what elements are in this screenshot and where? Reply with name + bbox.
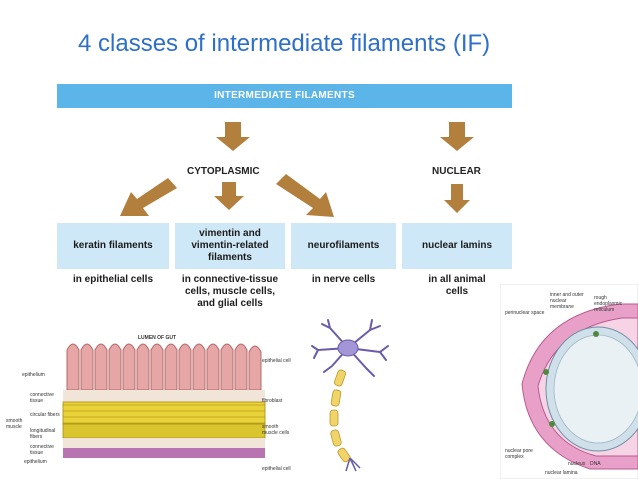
villi [66,343,262,391]
class-box-neurofilaments: neurofilaments [291,223,396,269]
label-smooth-muscle: smooth muscle [6,418,23,430]
neuron-illustration [311,319,389,472]
class-box-keratin: keratin filaments [57,223,169,269]
label-epithelium: epithelium [22,372,45,378]
class-keratin-name: keratin filaments [73,240,153,251]
if-banner [57,84,512,108]
class-vimentin-location: in connective-tissue cells, muscle cells… [181,274,279,309]
longitudinal-muscle-layer [62,423,266,439]
class-lamins-name: nuclear lamins [421,240,493,251]
label-longitudinal-fibers: longitudinal fibers [30,428,56,440]
label-rough-er: rough endoplasmic reticulum [594,295,623,313]
label-connective-tissue-2: connective tissue [30,444,54,456]
label-circular-fibers: circular fibers [30,412,60,418]
label-inner-outer-membrane: inner and outer nuclear membrane [550,292,584,310]
label-nucleus: nucleus [568,461,586,467]
class-keratin-location: in epithelial cells [72,274,154,285]
class-box-vimentin: vimentin and vimentin-related filaments [175,223,285,269]
page-title: 4 classes of intermediate filaments (IF) [78,30,491,57]
if-banner-label: INTERMEDIATE FILAMENTS [214,90,355,101]
label-nuclear-pore-complex: nuclear pore complex [505,448,533,460]
axon-myelin [329,369,351,463]
gut-illustration [62,343,266,458]
arrow-to-lamins [444,184,470,213]
arrow-to-keratin [120,178,177,216]
label-smooth-muscle-cells: smooth muscle cells [262,424,290,436]
nuclear-label: NUCLEAR [432,166,481,177]
label-fibroblast: fibroblast [262,398,283,404]
class-neurofilaments-location: in nerve cells [311,274,376,285]
label-nuclear-lamina: nuclear lamina [545,470,578,476]
outer-connective-layer [63,438,265,448]
nucleus-illustration [500,284,638,479]
class-box-lamins: nuclear lamins [402,223,512,269]
circular-muscle-layer [62,401,266,425]
label-connective-tissue: connective tissue [30,392,54,404]
class-neurofilaments-name: neurofilaments [307,240,380,251]
lumen-label: LUMEN OF GUT [138,335,177,341]
label-dna: DNA [590,461,601,467]
label-epithelial-cell: epithelial cell [262,358,291,364]
class-lamins-location: in all animal cells [428,274,486,297]
neuron-soma [337,339,359,357]
pore-complexes [543,331,599,427]
class-vimentin-name: vimentin and vimentin-related filaments [191,228,269,263]
arrow-to-vimentin [214,182,244,210]
label-epithelium-2: epithelium [24,459,47,465]
connective-tissue-layer [63,390,265,402]
label-epithelial-cell-2: epithelial cell [262,466,291,472]
arrow-to-cytoplasmic [216,122,250,151]
arrow-to-neurofilaments [276,174,334,217]
label-perinuclear-space: perinuclear space [505,310,545,316]
cytoplasmic-label: CYTOPLASMIC [187,166,260,177]
outer-epithelium-layer [63,448,265,458]
arrow-to-nuclear [440,122,474,151]
